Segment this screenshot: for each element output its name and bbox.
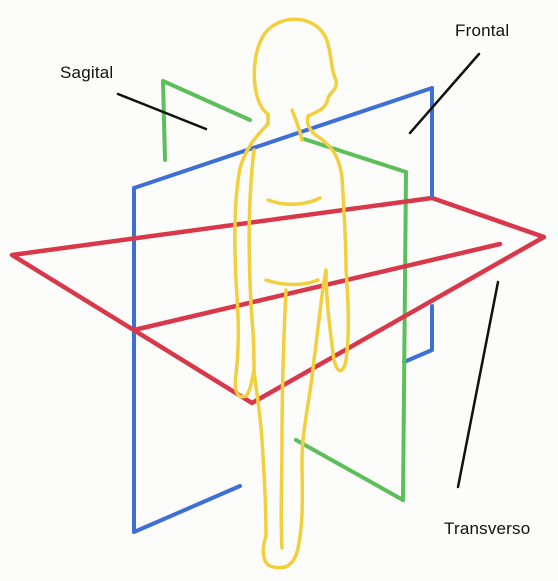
- frontal-label: Frontal: [455, 21, 509, 41]
- figure-leg-line: [281, 290, 286, 548]
- transverse-plane-outline: [12, 198, 544, 403]
- frontal-plane-left-edge: [134, 188, 240, 532]
- sagital-label: Sagital: [60, 63, 113, 83]
- transverso-label: Transverso: [444, 519, 530, 539]
- figure-arm-line: [249, 150, 254, 370]
- transverse-plane-inner-line: [134, 244, 500, 330]
- sagital-plane-bottom-edge: [296, 440, 403, 500]
- figure-torso-line: [266, 198, 320, 285]
- transverso-pointer-line: [458, 282, 498, 487]
- frontal-plane-back-edge: [134, 88, 432, 196]
- transverse-plane: [12, 198, 544, 403]
